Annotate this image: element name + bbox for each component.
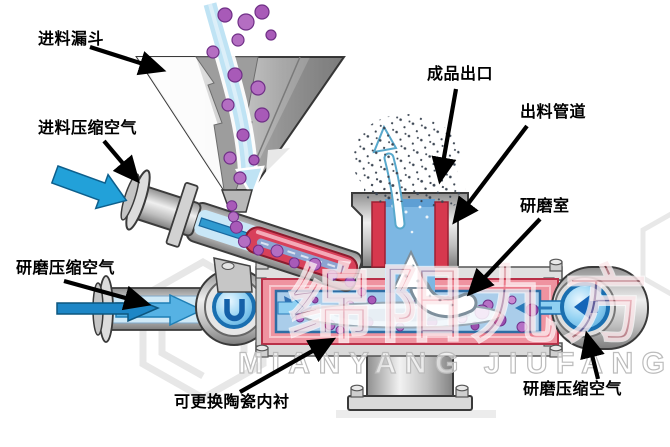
hopper-neck bbox=[220, 189, 253, 213]
label-product-outlet: 成品出口 bbox=[427, 66, 494, 83]
label-grind-chamber: 研磨室 bbox=[520, 198, 570, 215]
leader-grind-chamber bbox=[466, 217, 542, 297]
feed-air-inlet-arrow-icon bbox=[50, 165, 128, 210]
updraft-arrow-icon bbox=[392, 249, 430, 289]
leader-product-outlet bbox=[431, 88, 459, 185]
air-jet-arrow-left-icon bbox=[277, 295, 305, 321]
leader-grind-air-left bbox=[63, 278, 152, 311]
label-grind-air-right: 研磨压缩空气 bbox=[523, 381, 623, 398]
feed-hopper-body bbox=[135, 56, 346, 191]
pedestal-stand bbox=[336, 351, 496, 418]
feed-particles bbox=[206, 4, 277, 185]
air-jet-arrow-right-icon bbox=[574, 295, 598, 319]
leader-arrows bbox=[63, 44, 605, 394]
label-grind-air-left: 研磨压缩空气 bbox=[16, 260, 116, 277]
leader-feed-hopper bbox=[89, 44, 167, 76]
watermark-text: 绵阳九方 MIANYANG JIUFANG bbox=[237, 257, 670, 381]
label-ceramic-liner: 可更换陶瓷内衬 bbox=[174, 394, 290, 411]
feed-injector bbox=[130, 181, 363, 292]
label-feed-air: 进料压缩空气 bbox=[38, 120, 138, 137]
air-flow-arrow-icon bbox=[115, 293, 204, 327]
grind-air-inlet-right bbox=[539, 258, 649, 358]
leader-grind-air-right bbox=[580, 330, 605, 380]
particle-trail bbox=[344, 276, 377, 305]
leader-feed-air bbox=[102, 139, 140, 184]
leader-discharge-pipe bbox=[452, 124, 529, 225]
label-feed-hopper: 进料漏斗 bbox=[38, 31, 105, 48]
injector-support-bracket bbox=[213, 257, 253, 293]
label-discharge-pipe: 出料管道 bbox=[520, 104, 587, 121]
chamber-contents bbox=[277, 249, 552, 335]
watermark-latin-text: MIANYANG JIUFANG bbox=[238, 347, 670, 380]
feed-air-band bbox=[200, 1, 265, 199]
leader-ceramic-liner bbox=[238, 337, 337, 394]
watermark-cjk-text: 绵阳九方 bbox=[288, 258, 656, 352]
